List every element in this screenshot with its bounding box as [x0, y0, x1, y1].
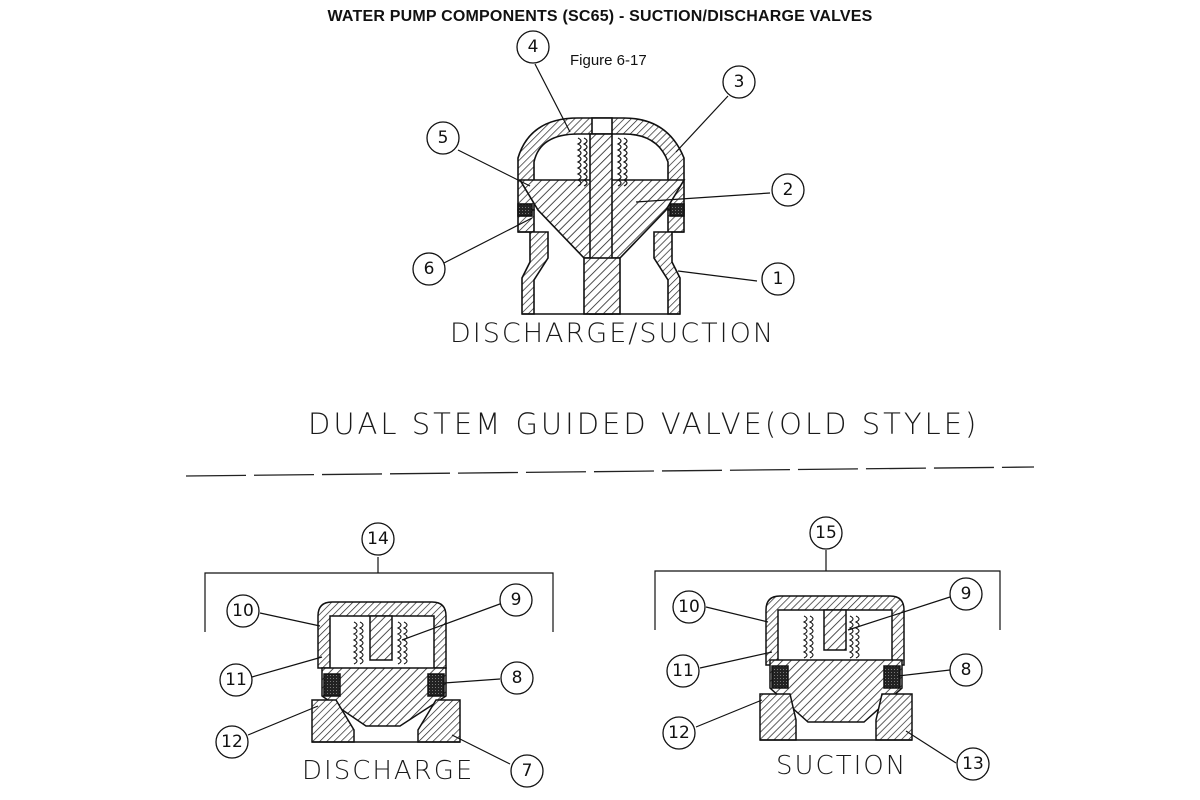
page-title: WATER PUMP COMPONENTS (SC65) - SUCTION/D…	[327, 8, 873, 25]
callout-bubble	[412, 252, 446, 286]
discharge-caption: DISCHARGE	[302, 756, 475, 786]
suction-leaders	[695, 596, 957, 764]
callout-4: 4	[528, 37, 539, 57]
top-valve-leaders	[441, 63, 771, 282]
o-ring	[427, 673, 445, 697]
discharge-leaders	[247, 600, 511, 765]
o-ring	[883, 665, 901, 689]
o-ring	[323, 673, 341, 697]
callout-6: 6	[424, 259, 435, 279]
valve-body-left	[518, 231, 549, 315]
callout-9-right: 9	[961, 584, 972, 604]
discharge-disc	[321, 667, 447, 727]
valve-body-right	[653, 231, 684, 315]
top-valve-caption: DISCHARGE/SUCTION	[450, 318, 776, 349]
valve-seat-right	[669, 203, 685, 217]
callout-15: 15	[815, 523, 837, 543]
callout-9-left: 9	[511, 590, 522, 610]
callout-11-right: 11	[672, 661, 694, 681]
callout-bubble	[516, 30, 550, 64]
discharge-seat-left	[311, 699, 355, 743]
figure-label: Figure 6-17	[570, 52, 647, 69]
valve-seat-left	[517, 203, 533, 217]
callout-1: 1	[773, 269, 784, 289]
valve-spring	[576, 137, 628, 187]
discharge-valve-section	[204, 557, 554, 743]
callout-8-left: 8	[512, 668, 523, 688]
callout-bubble	[722, 65, 756, 99]
callout-10-right: 10	[678, 597, 700, 617]
callout-bubble	[771, 173, 805, 207]
callout-bubble	[761, 262, 795, 296]
callout-12-left: 12	[221, 732, 243, 752]
suction-seat-right	[875, 693, 913, 741]
top-valve-section	[517, 117, 686, 315]
callout-13: 13	[962, 754, 984, 774]
section-title: DUAL STEM GUIDED VALVE(OLD STYLE)	[308, 407, 980, 441]
valve-cage	[517, 117, 685, 211]
callout-14: 14	[367, 529, 389, 549]
callout-bubble	[426, 121, 460, 155]
suction-seat-left	[759, 693, 797, 741]
suction-valve-section	[654, 550, 1001, 741]
callout-5: 5	[438, 128, 449, 148]
callout-11-left: 11	[225, 670, 247, 690]
assembly-bracket-14	[204, 572, 554, 632]
callout-2: 2	[783, 180, 794, 200]
discharge-seat-right	[417, 699, 461, 743]
callout-3: 3	[734, 72, 745, 92]
suction-caption: SUCTION	[776, 751, 908, 781]
callout-8-right: 8	[961, 660, 972, 680]
callout-7: 7	[522, 761, 533, 781]
section-divider	[185, 466, 1035, 477]
o-ring	[771, 665, 789, 689]
suction-disc	[769, 659, 903, 723]
callout-12-right: 12	[668, 723, 690, 743]
assembly-bracket-15	[654, 570, 1001, 630]
callout-10-left: 10	[232, 601, 254, 621]
